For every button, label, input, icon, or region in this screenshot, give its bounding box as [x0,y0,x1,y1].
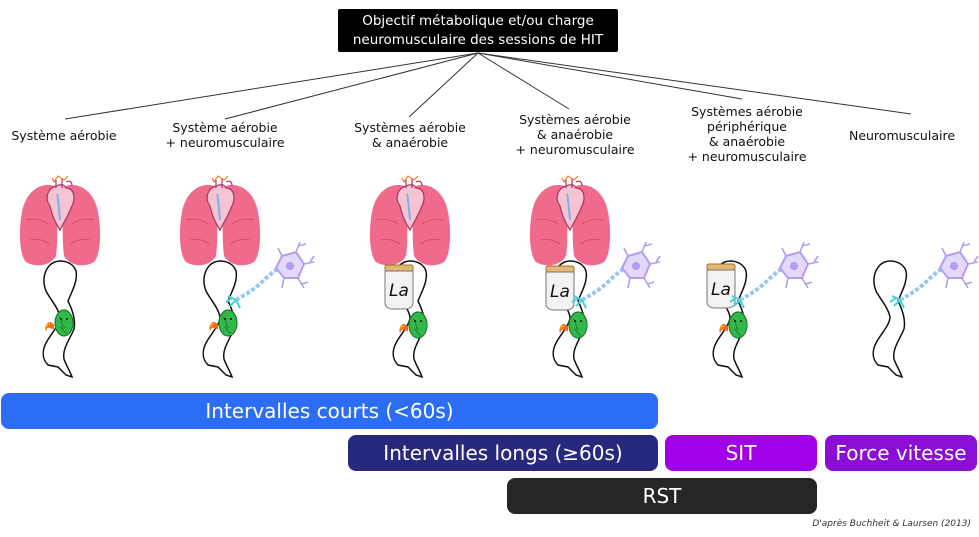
connector-3 [408,52,479,118]
illustrations: La La La [18,175,979,378]
cat5-line1: Systèmes aérobie [691,104,803,119]
mitochondria-icon-1 [44,309,74,337]
category-label-aerobic: Système aérobie [5,128,123,143]
bar-sit-label: SIT [725,441,757,465]
jar-label-3: La [389,281,409,301]
diagram-root-node: Objectif métabolique et/ou charge neurom… [338,9,618,52]
cat3-line1: Systèmes aérobie [354,120,466,135]
bar-long-intervals: Intervalles longs (≥60s) [348,435,658,471]
category-label-peripheral: Systèmes aérobie périphérique & anaérobi… [672,104,822,164]
cat4-line1: Systèmes aérobie [519,112,631,127]
bar-short-intervals: Intervalles courts (<60s) [1,393,658,429]
jar-label-4: La [550,282,570,302]
bar-long-intervals-label: Intervalles longs (≥60s) [383,441,623,465]
lungs-heart-icon-3 [368,175,452,267]
category-label-neuromuscular: Neuromusculaire [840,128,964,143]
bar-sit: SIT [665,435,817,471]
bar-rst: RST [507,478,817,514]
cat4-line2: & anaérobie [536,127,614,142]
connector-5 [477,52,743,100]
category-label-aerobic-anaerobic-neuromuscular: Systèmes aérobie & anaérobie + neuromusc… [500,112,650,157]
connector-4 [477,52,570,110]
cat5-line2: périphérique [707,119,787,134]
source-credit: D'après Buchheit & Laursen (2013) [812,519,971,529]
connector-6 [477,52,912,115]
bar-force-vitesse: Force vitesse [825,435,977,471]
cat3-line2: & anaérobie [371,135,449,150]
bar-force-vitesse-label: Force vitesse [835,441,967,465]
cat2-line2: + neuromusculaire [165,135,285,150]
cat1-line1: Système aérobie [11,128,117,143]
cat6-line1: Neuromusculaire [848,128,956,143]
root-line-2: neuromusculaire des sessions de HIT [352,31,604,48]
cat2-line1: Système aérobie [172,120,278,135]
category-label-aerobic-neuromuscular: Système aérobie + neuromusculaire [150,120,300,150]
category-label-aerobic-anaerobic: Systèmes aérobie & anaérobie [340,120,480,150]
cat5-line4: + neuromusculaire [687,149,807,164]
lungs-heart-icon-4 [528,175,612,267]
cat5-line3: & anaérobie [708,134,786,149]
leg-icon-6 [872,260,908,378]
bar-short-intervals-label: Intervalles courts (<60s) [205,399,454,423]
connector-1 [64,52,479,120]
connector-2 [224,52,479,120]
lungs-heart-icon-1 [18,175,102,267]
cat4-line3: + neuromusculaire [515,142,635,157]
jar-label-5: La [711,280,731,300]
root-line-1: Objectif métabolique et/ou charge [362,12,594,29]
bar-rst-label: RST [642,484,682,508]
lungs-heart-icon-2 [178,175,262,267]
